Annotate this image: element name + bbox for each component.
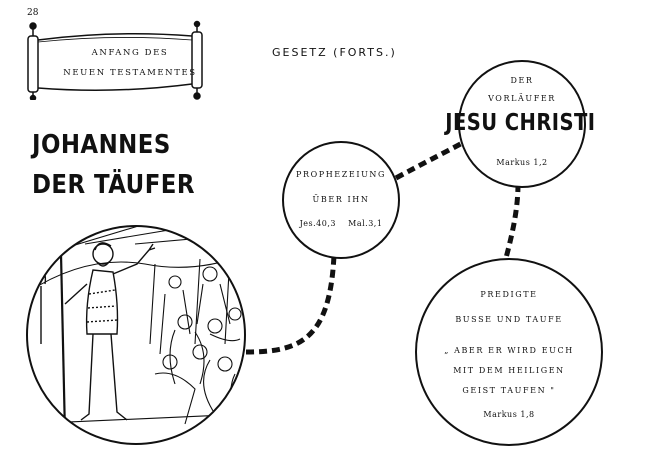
scroll-banner: ANFANG DES NEUEN TESTAMENTES <box>20 20 212 102</box>
crowd-figures <box>154 266 242 425</box>
jesus-christ-heading: JESU CHRISTI <box>430 110 610 136</box>
john-baptist-illustration <box>26 225 246 445</box>
page-number: 28 <box>27 8 39 18</box>
forerunner-reference: Markus 1,2 <box>496 158 548 167</box>
banner-line-1: ANFANG DES <box>91 48 169 58</box>
title-line-1: JOHANNES <box>32 130 171 160</box>
preached-line-2: BUSSE UND TAUFE <box>455 315 563 324</box>
preached-quote-line-2: MIT DEM HEILIGEN <box>453 366 565 375</box>
forerunner-line-2: VORLÄUFER <box>488 94 556 103</box>
preached-reference: Markus 1,8 <box>483 410 535 419</box>
preached-quote-line-1: „ ABER ER WIRD EUCH <box>444 346 574 355</box>
preached-line-1: PREDIGTE <box>480 290 538 299</box>
prophecy-ref-isaiah: Jes.40,3 <box>299 219 336 228</box>
john-figure <box>36 242 156 435</box>
scroll-banner-graphic <box>27 20 203 102</box>
title-line-2: DER TÄUFER <box>32 170 195 200</box>
illustration-frame <box>26 225 246 445</box>
prophecy-line-1: PROPHEZEIUNG <box>295 170 387 179</box>
forerunner-circle: DER VORLÄUFER Markus 1,2 <box>458 60 586 188</box>
prophecy-line-2: ÜBER IHN <box>312 195 370 204</box>
banner-line-2: NEUEN TESTAMENTES <box>63 68 197 78</box>
connector-prophecy-forerunner <box>394 137 470 181</box>
connector-illustration-prophecy <box>245 254 337 355</box>
prophecy-circle: PROPHEZEIUNG ÜBER IHN Jes.40,3 Mal.3,1 <box>282 141 400 259</box>
preached-circle: PREDIGTE BUSSE UND TAUFE „ ABER ER WIRD … <box>415 258 603 446</box>
connector-forerunner-preached <box>503 183 521 259</box>
forerunner-line-1: DER <box>510 76 534 85</box>
jesus-christ-text: JESU CHRISTI <box>444 110 596 136</box>
preached-quote-line-3: GEIST TAUFEN " <box>462 386 556 395</box>
section-heading: GESETZ (FORTS.) <box>272 46 397 59</box>
prophecy-ref-malachi: Mal.3,1 <box>348 219 383 228</box>
prophecy-references: Jes.40,3 Mal.3,1 <box>284 219 398 228</box>
